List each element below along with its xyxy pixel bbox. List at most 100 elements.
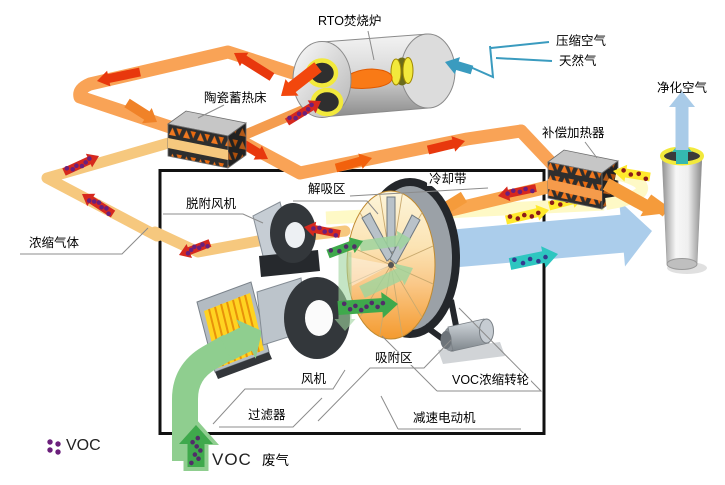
waste-gas-inlet	[173, 419, 219, 471]
gear-motor	[438, 318, 505, 364]
compensation-heater-label: 补偿加热器	[542, 126, 605, 140]
voc-dot	[333, 233, 339, 238]
voc-dot	[305, 107, 311, 112]
burner-feed-arrow	[445, 57, 474, 75]
voc-dot	[558, 202, 563, 207]
voc-dot	[87, 156, 92, 161]
filter-label: 过滤器	[246, 408, 288, 423]
voc-dot	[530, 188, 535, 194]
voc-dot	[296, 111, 302, 117]
voc-dot	[369, 300, 375, 306]
purified-air-arrow	[669, 91, 695, 150]
voc-dot	[200, 242, 205, 247]
voc-dot	[64, 166, 70, 171]
compressed-air-label: 压缩空气	[556, 34, 607, 48]
desorption-fan-label: 脱附风机	[184, 197, 239, 212]
ceramic-heat-bed	[167, 110, 247, 169]
voc-dot	[353, 303, 358, 309]
voc-dot	[287, 115, 292, 121]
exhaust-to-stack-arrow	[602, 178, 660, 217]
voc-dot	[511, 188, 516, 193]
voc-dot	[522, 212, 527, 218]
stack-feed-stub	[644, 194, 670, 217]
voc-dot	[106, 211, 111, 216]
utility-lines	[445, 41, 553, 79]
adsorption-zone-label: 吸附区	[373, 351, 415, 366]
voc-dot	[196, 245, 202, 251]
voc-dot	[189, 460, 194, 466]
desorbed-gas-arrow	[304, 221, 341, 238]
cooling-belt-label: 冷却带	[427, 172, 469, 187]
voc-dot	[86, 198, 92, 203]
voc-dot	[523, 186, 528, 192]
voc-dot	[536, 258, 541, 264]
desorption-fan	[252, 201, 320, 277]
voc-dot	[375, 304, 380, 310]
rotor-unit-box	[158, 169, 546, 435]
voc-dot	[505, 191, 510, 196]
voc-dot	[517, 189, 523, 195]
voc-dot	[311, 226, 316, 231]
voc-dot	[352, 244, 357, 249]
main-fan	[256, 277, 350, 359]
voc-dot	[185, 251, 191, 256]
ceramic-bed-label: 陶瓷蓄热床	[204, 91, 267, 105]
voc-dot	[194, 444, 199, 449]
rto-exit-arrow	[281, 62, 322, 96]
concentrated-gas-label: 浓缩气体	[27, 236, 82, 251]
voc-dot	[380, 300, 386, 306]
voc-dot	[358, 307, 364, 313]
voc-concentrate-arrows	[62, 100, 321, 258]
voc-dots-icon	[47, 439, 61, 455]
gear-motor-label: 减速电动机	[411, 411, 478, 426]
voc-dot	[83, 160, 88, 165]
voc-dot	[364, 304, 369, 310]
voc-dot	[536, 210, 541, 216]
voc-dot	[341, 301, 347, 307]
voc-dot	[79, 163, 85, 169]
voc-dot	[70, 167, 75, 172]
voc-dot	[515, 216, 521, 221]
waste-gas-label: 废气	[262, 453, 289, 468]
rto-furnace	[292, 33, 456, 118]
clean-air-arrow	[446, 200, 652, 268]
voc-dot	[527, 256, 533, 262]
voc-dot	[104, 206, 109, 211]
voc-dot	[302, 111, 308, 116]
rto-label: RTO焚烧炉	[318, 14, 382, 28]
purified-air-label: 净化空气	[657, 81, 708, 95]
voc-dot	[328, 248, 334, 253]
fan-label: 风机	[299, 372, 329, 387]
voc-dot	[322, 229, 328, 234]
voc-dot	[347, 307, 353, 312]
voc-dot	[99, 205, 104, 210]
voc-dot	[529, 214, 535, 219]
voc-dot	[196, 456, 201, 462]
voc-dot	[512, 257, 517, 263]
voc-dot	[91, 199, 97, 204]
voc-dot	[343, 244, 349, 249]
voc-dot	[328, 228, 334, 234]
voc-dot	[188, 247, 194, 253]
voc-dot	[192, 452, 198, 457]
voc-dot	[317, 225, 322, 231]
voc-dot	[507, 214, 513, 219]
voc-dot	[74, 163, 79, 168]
rotor-flow-arrows	[326, 230, 413, 331]
voc-dot	[309, 102, 314, 108]
legend-voc-label: VOC	[66, 437, 101, 454]
desorption-zone-label: 解吸区	[306, 182, 348, 197]
hot-flow-arrows	[97, 52, 465, 173]
voc-dot	[96, 200, 102, 205]
inlet-voc-label: VOC	[212, 450, 252, 469]
voc-dot	[205, 244, 210, 249]
voc-dot	[192, 244, 197, 250]
voc-dot	[198, 448, 203, 453]
voc-dot	[636, 171, 641, 177]
voc-dot	[543, 254, 548, 260]
voc-dot	[293, 115, 298, 121]
voc-dot	[520, 260, 526, 266]
voc-dot	[628, 172, 634, 177]
voc-dot	[195, 435, 201, 441]
